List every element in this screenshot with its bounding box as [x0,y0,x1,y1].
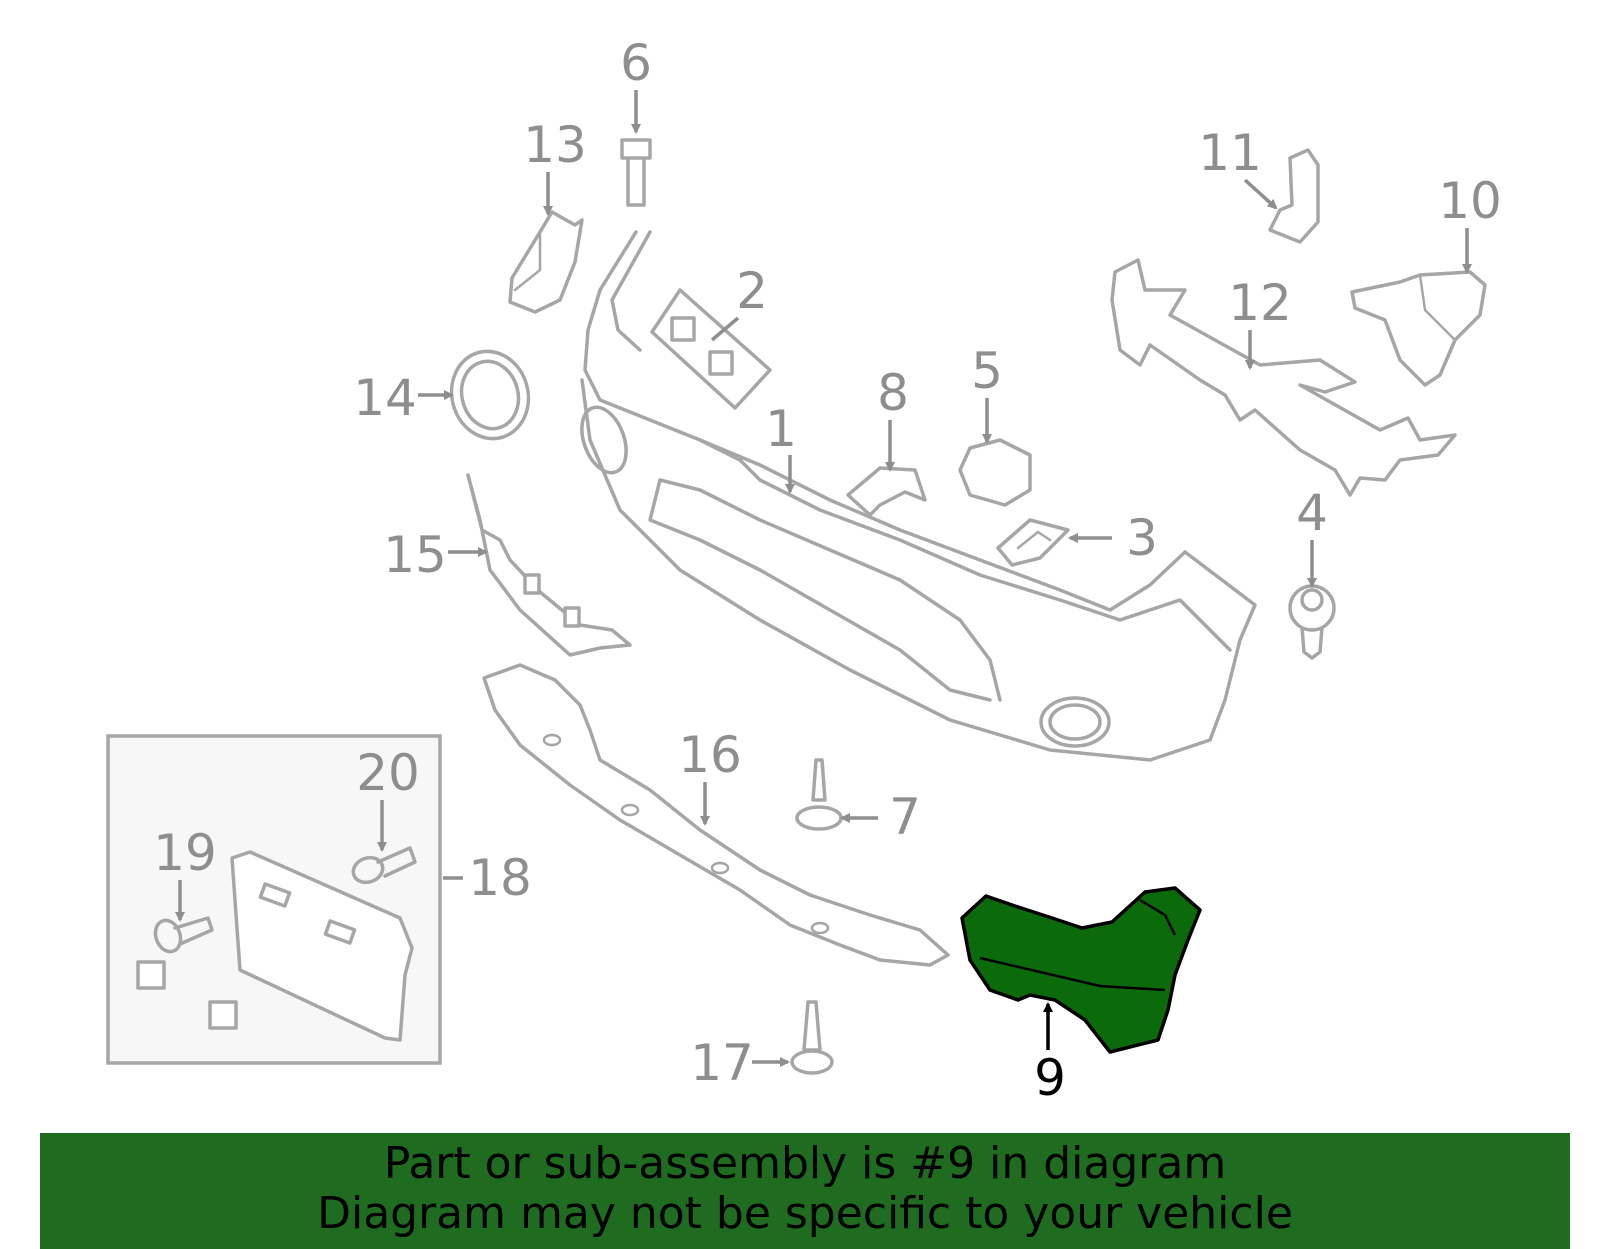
part-9-highlighted-bracket[interactable] [960,886,1202,1054]
label-14: 14 [353,369,417,427]
label-8: 8 [877,364,909,422]
label-11: 11 [1198,124,1262,182]
part-16-energy-absorber[interactable] [482,663,950,967]
part-11-bracket[interactable] [1268,148,1320,244]
label-4: 4 [1296,484,1328,542]
label-3: 3 [1126,509,1158,567]
label-15: 15 [383,526,447,584]
label-5: 5 [971,342,1003,400]
label-12: 12 [1228,274,1292,332]
part-13-bracket[interactable] [508,210,584,314]
info-banner: Part or sub-assembly is #9 in diagram Di… [40,1133,1570,1249]
part-15-support-bracket[interactable] [466,473,632,657]
part-4-push-clip[interactable] [1288,584,1336,660]
part-1-bumper-cover[interactable] [574,230,1257,762]
part-7-screw[interactable] [795,758,843,831]
label-19: 19 [153,824,217,882]
banner-line-2: Diagram may not be specific to your vehi… [317,1188,1293,1239]
part-10-bracket[interactable] [1350,270,1487,387]
part-19-screw[interactable] [151,916,214,955]
part-8-bracket[interactable] [846,466,927,517]
label-18: 18 [468,849,532,907]
part-17-screw[interactable] [790,1000,834,1075]
banner-line-1: Part or sub-assembly is #9 in diagram [383,1138,1227,1189]
part-14-grommet[interactable] [442,343,538,448]
label-20: 20 [356,744,420,802]
label-7: 7 [889,788,921,846]
label-1: 1 [765,400,797,458]
label-2: 2 [736,262,768,320]
label-6: 6 [620,34,652,92]
part-5-bracket[interactable] [958,438,1032,507]
label-13: 13 [523,116,587,174]
part-6-bolt[interactable] [620,138,652,207]
label-17: 17 [690,1034,754,1092]
part-12-reinforcement-bar[interactable] [1110,258,1457,497]
label-16: 16 [678,726,742,784]
part-3-bracket[interactable] [996,518,1070,567]
label-9: 9 [1034,1049,1066,1107]
label-10: 10 [1438,172,1502,230]
part-18-license-bracket-kit[interactable] [106,734,442,1065]
part-20-clip[interactable] [350,846,417,886]
part-2-clip-pair[interactable] [650,288,772,410]
